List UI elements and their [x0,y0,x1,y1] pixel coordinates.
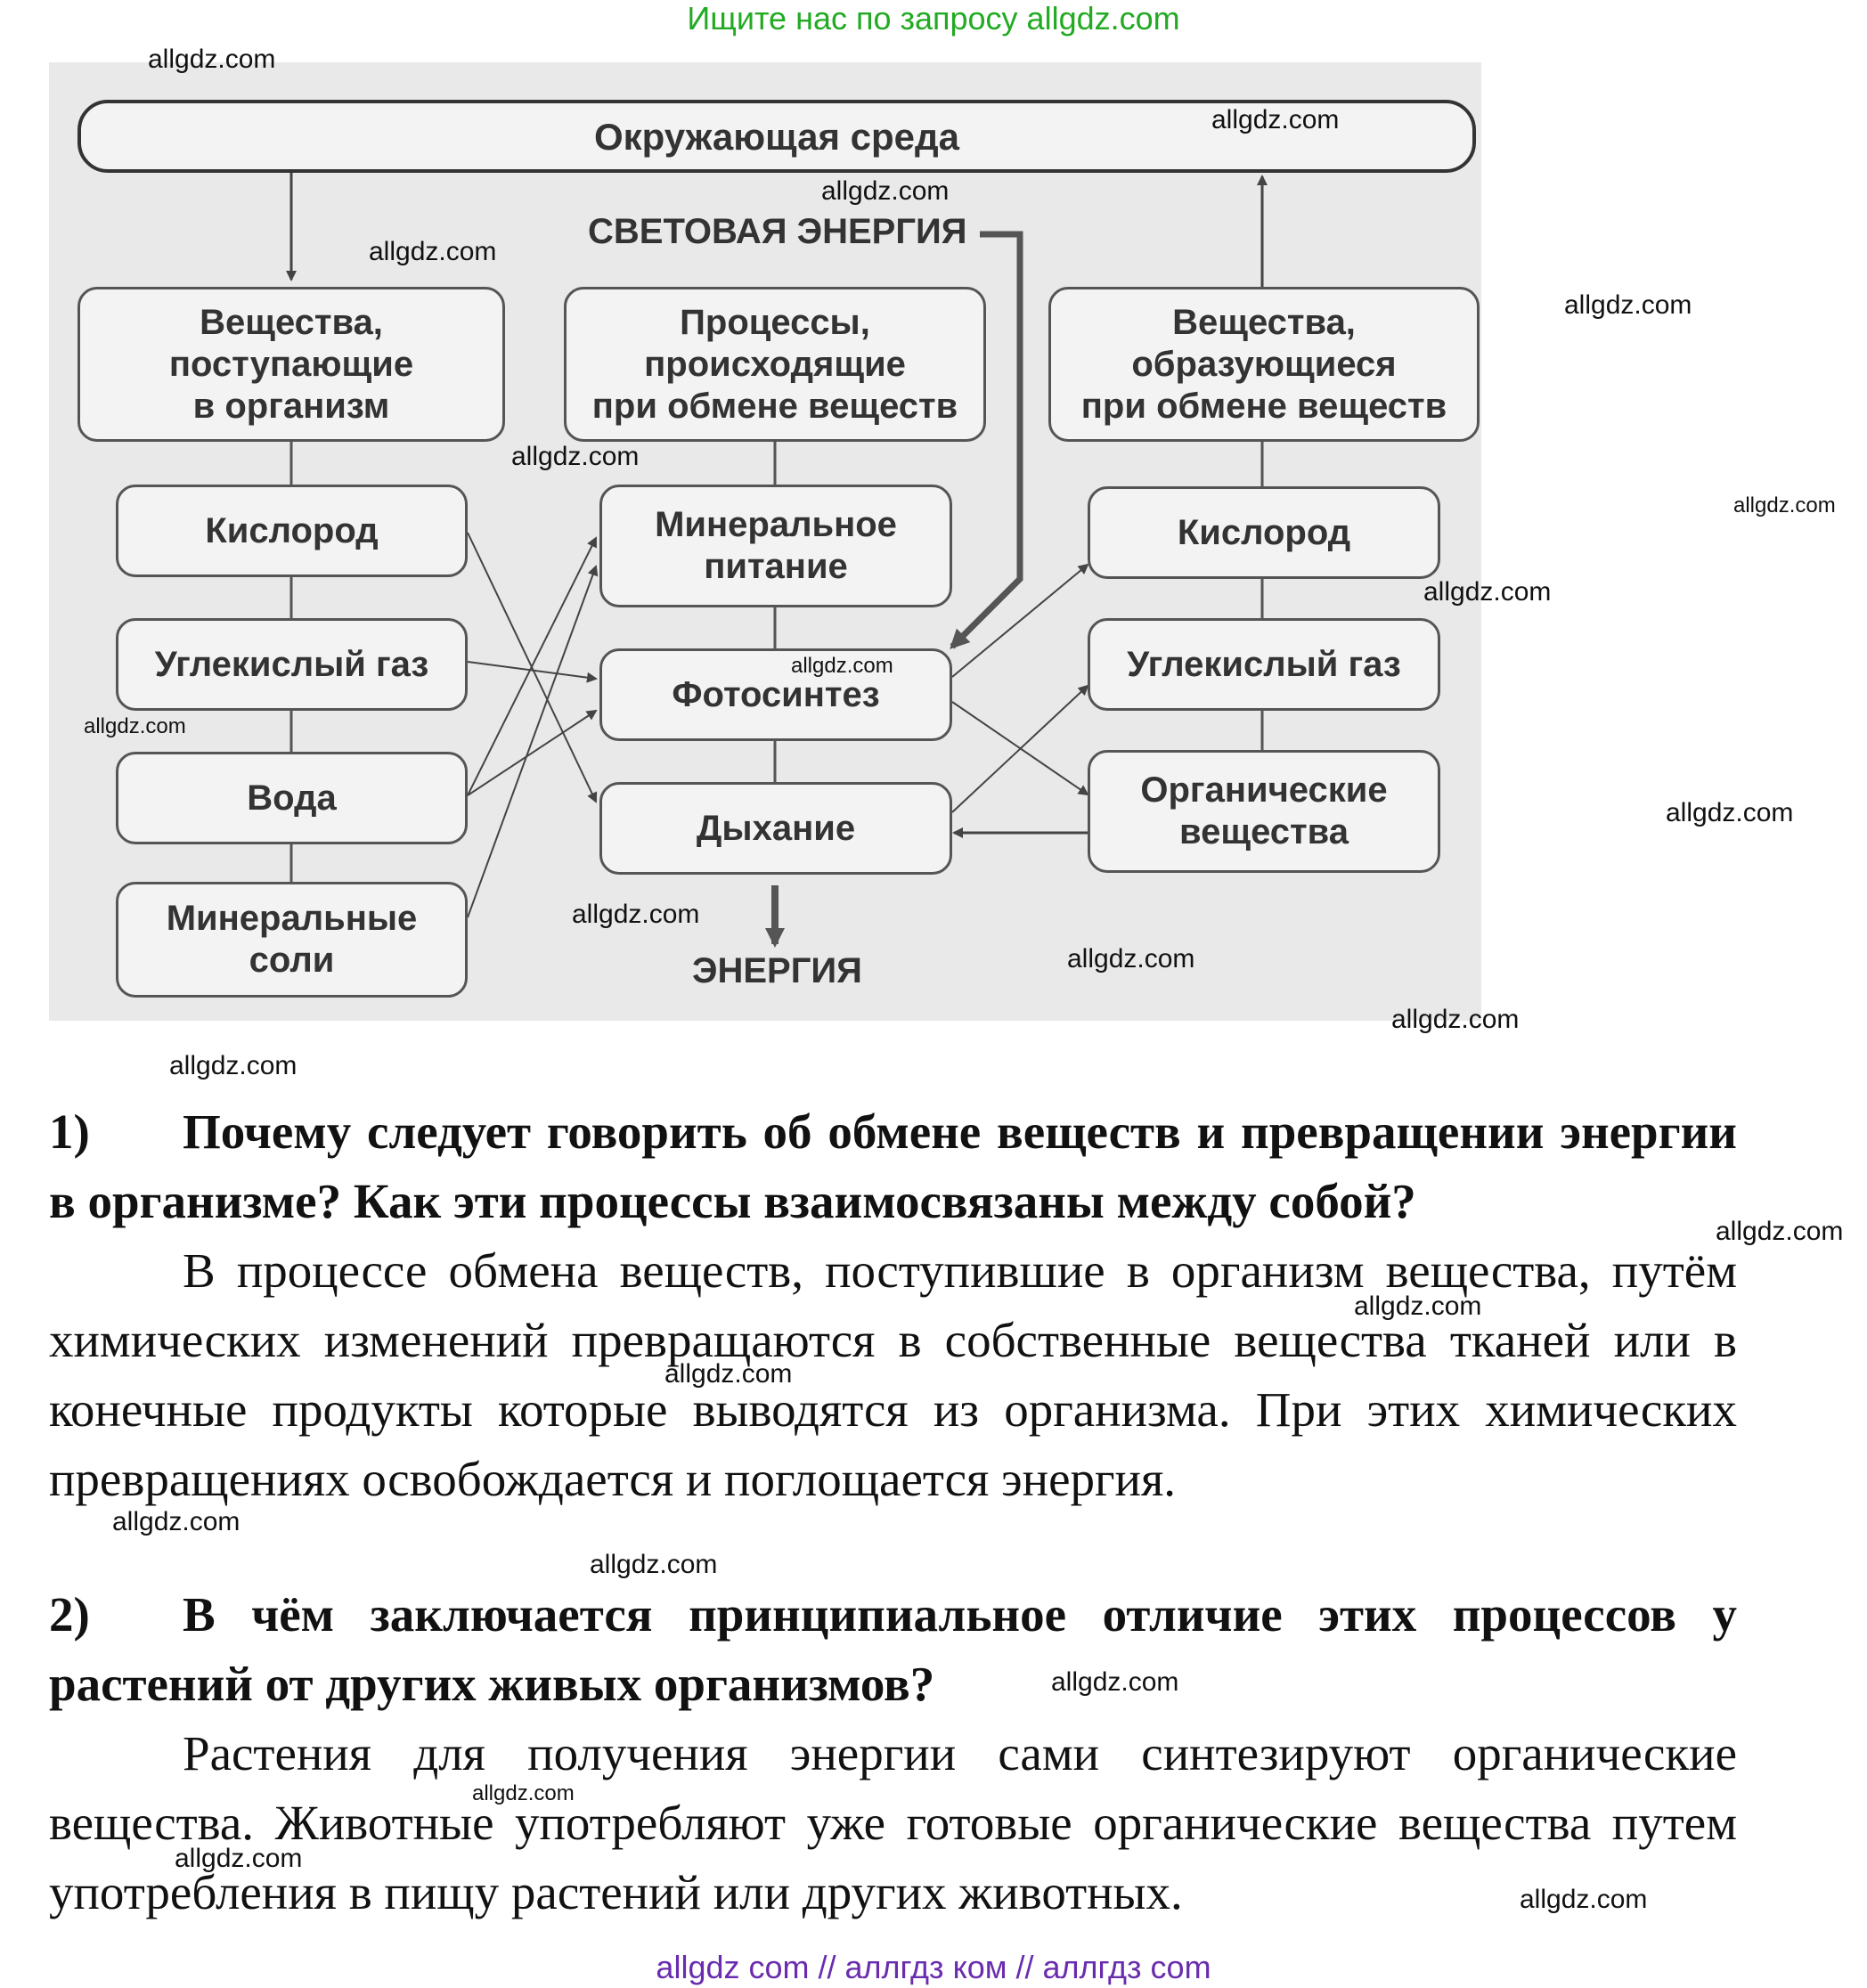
watermark: allgdz.com [1354,1291,1482,1321]
watermark: allgdz.com [1391,1005,1520,1034]
light-energy-label: СВЕТОВАЯ ЭНЕРГИЯ [588,212,967,251]
formed-substances-header: Вещества, образующиеся при обмене вещест… [1048,287,1480,442]
watermark: allgdz.com [821,176,950,206]
right-carbon-dioxide: Углекислый газ [1088,618,1440,711]
question-2-text: В чём заключается принципиальное отличие… [49,1587,1737,1711]
watermark: allgdz.com [1564,290,1692,320]
answer-1: В процессе обмена веществ, поступившие в… [49,1243,1737,1506]
mid-mineral-nutrition: Минеральное питание [599,485,952,607]
watermark: allgdz.com [791,654,893,678]
diagram-connectors [286,166,1268,948]
watermark: allgdz.com [148,45,276,74]
watermark: allgdz.com [112,1507,241,1536]
metabolism-diagram: Окружающая среда СВЕТОВАЯ ЭНЕРГИЯ Вещест… [49,62,1481,1021]
watermark: allgdz.com [590,1550,718,1579]
watermark: allgdz.com [369,237,497,266]
question-2: 2)В чём заключается принципиальное отлич… [49,1580,1737,1719]
watermark: allgdz.com [1520,1885,1648,1914]
question-1-number: 1) [49,1104,90,1159]
question-1-text: Почему следует говорить об обмене вещест… [49,1104,1737,1228]
question-1: 1)Почему следует говорить об обмене веще… [49,1097,1737,1236]
mid-respiration: Дыхание [599,782,952,875]
watermark: allgdz.com [1211,105,1340,134]
watermark: allgdz.com [472,1781,575,1805]
environment-label: Окружающая среда [593,115,960,158]
watermark: allgdz.com [664,1359,793,1389]
mid-photosynthesis: Фотосинтез [599,648,952,741]
top-banner: Ищите нас по запросу allgdz.com [687,0,1180,37]
environment-box: Окружающая среда [77,100,1476,173]
right-oxygen: Кислород [1088,486,1440,579]
watermark: allgdz.com [1423,577,1552,607]
watermark: allgdz.com [1716,1217,1844,1246]
question-2-number: 2) [49,1587,90,1642]
watermark: allgdz.com [1666,798,1794,827]
watermark: allgdz.com [1733,493,1836,517]
left-mineral-salts: Минеральные соли [116,882,468,998]
energy-label: ЭНЕРГИЯ [692,951,862,990]
watermark: allgdz.com [1051,1667,1179,1697]
watermark: allgdz.com [511,442,640,471]
right-organic-substances: Органические вещества [1088,750,1440,873]
footer: allgdz com // аллгдз ком // аллгдз com [656,1949,1211,1985]
watermark: allgdz.com [175,1844,303,1873]
watermark: allgdz.com [84,714,186,738]
watermark: allgdz.com [169,1051,298,1080]
watermark: allgdz.com [1067,944,1195,974]
processes-header: Процессы, происходящие при обмене вещест… [564,287,986,442]
left-water: Вода [116,752,468,844]
left-carbon-dioxide: Углекислый газ [116,618,468,711]
incoming-substances-header: Вещества, поступающие в организм [77,287,505,442]
left-oxygen: Кислород [116,485,468,577]
answer-2: Растения для получения энергии сами синт… [49,1726,1737,1919]
watermark: allgdz.com [572,900,700,929]
